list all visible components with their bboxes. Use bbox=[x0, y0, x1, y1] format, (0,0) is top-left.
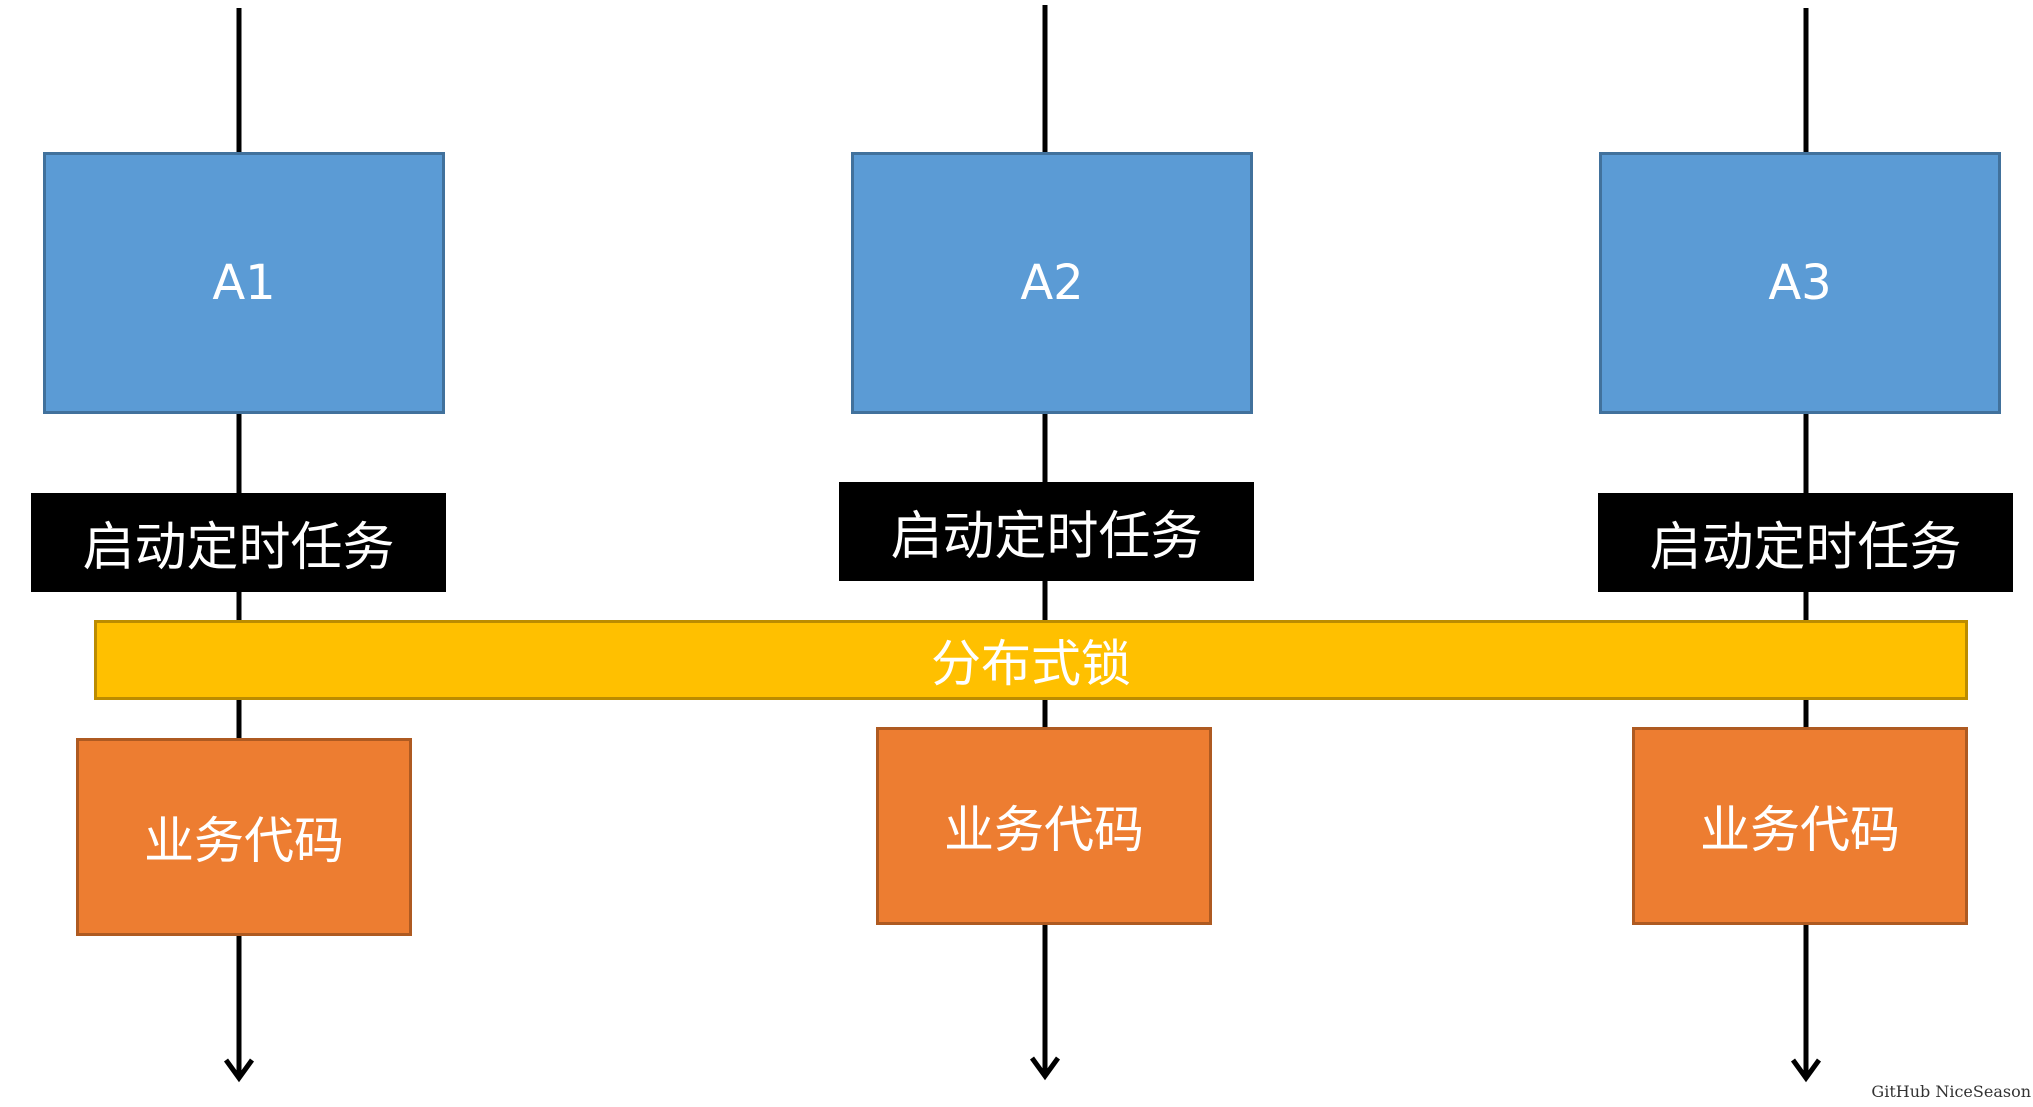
arrow-head-a2 bbox=[1029, 1056, 1061, 1081]
scheduled-task-box-a3: 启动定时任务 bbox=[1598, 493, 2013, 592]
business-code-label: 业务代码 bbox=[1700, 801, 1900, 859]
business-code-label: 业务代码 bbox=[144, 812, 344, 870]
arrow-head-a3 bbox=[1790, 1058, 1822, 1083]
instance-label: A2 bbox=[1020, 255, 1084, 311]
instance-label: A3 bbox=[1768, 255, 1832, 311]
instance-box-a1: A1 bbox=[43, 152, 445, 414]
distributed-lock-label: 分布式锁 bbox=[931, 635, 1131, 693]
business-code-box-a1: 业务代码 bbox=[76, 738, 412, 936]
arrow-head-a1 bbox=[223, 1058, 255, 1083]
instance-box-a3: A3 bbox=[1599, 152, 2001, 414]
business-code-box-a3: 业务代码 bbox=[1632, 727, 1968, 925]
instance-label: A1 bbox=[212, 255, 276, 311]
scheduled-task-label: 启动定时任务 bbox=[890, 507, 1203, 567]
watermark: GitHub NiceSeason bbox=[1871, 1082, 2031, 1101]
distributed-lock-bar: 分布式锁 bbox=[94, 620, 1968, 700]
business-code-box-a2: 业务代码 bbox=[876, 727, 1212, 925]
instance-box-a2: A2 bbox=[851, 152, 1253, 414]
scheduled-task-label: 启动定时任务 bbox=[1649, 518, 1962, 578]
business-code-label: 业务代码 bbox=[944, 801, 1144, 859]
scheduled-task-box-a1: 启动定时任务 bbox=[31, 493, 446, 592]
scheduled-task-label: 启动定时任务 bbox=[82, 518, 395, 578]
scheduled-task-box-a2: 启动定时任务 bbox=[839, 482, 1254, 581]
